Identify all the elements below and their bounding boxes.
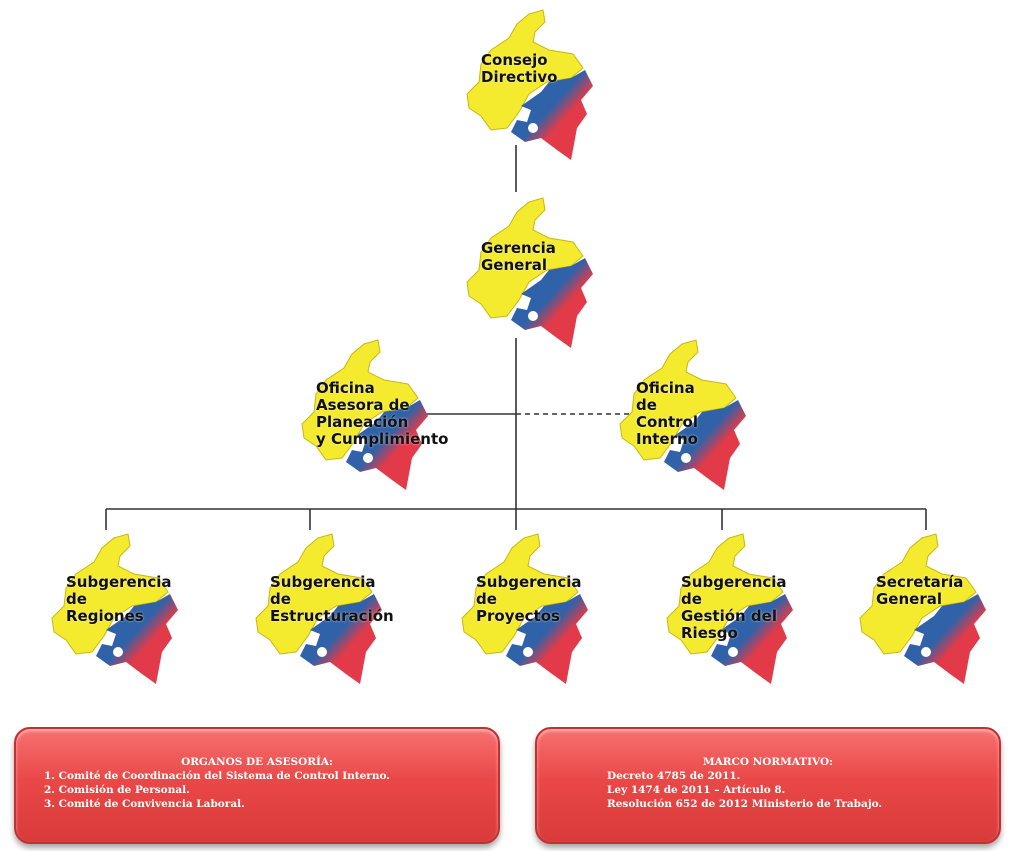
colombia-puzzle-icon [859,533,986,684]
marco-item: Ley 1474 de 2011 – Artículo 8. [607,784,786,796]
node-label-line: y Cumplimiento [316,430,449,448]
node-label-line: Riesgo [681,624,738,642]
colombia-puzzle-icon [301,339,428,490]
colombia-puzzle-icon [466,197,593,348]
node-label-line: Estructuración [270,607,394,625]
colombia-puzzle-icon [461,533,588,684]
node-label-line: General [876,590,942,608]
organos-title: ORGANOS DE ASESORÍA: [181,756,333,768]
organos-item: 1. Comité de Coordinación del Sistema de… [44,770,390,782]
organos-list: 1. Comité de Coordinación del Sistema de… [44,769,498,811]
node-label-line: de [66,590,87,608]
node-label-line: Subgerencia [476,573,582,591]
node-label-line: Directivo [481,68,558,86]
node-label-line: Gerencia [481,239,556,257]
colombia-puzzle-icon [466,9,593,160]
marco-normativo-box: MARCO NORMATIVO: Decreto 4785 de 2011. L… [535,727,1001,844]
node-label-line: Regiones [66,607,144,625]
node-label-line: Subgerencia [681,573,787,591]
node-label-line: de [681,590,702,608]
node-label-line: Oficina [316,379,375,397]
node-label-line: Subgerencia [66,573,172,591]
node-label-line: Asesora de [316,396,410,414]
organos-asesoria-box: ORGANOS DE ASESORÍA: 1. Comité de Coordi… [14,727,500,844]
node-label-line: Proyectos [476,607,560,625]
node-label-line: Subgerencia [270,573,376,591]
marco-list: Decreto 4785 de 2011. Ley 1474 de 2011 –… [607,769,999,811]
node-label-line: Oficina [636,379,695,397]
node-label-line: Interno [636,430,698,448]
node-label-line: de [476,590,497,608]
marco-item: Decreto 4785 de 2011. [607,770,741,782]
node-label-line: Consejo [481,51,548,69]
node-label-line: Secretaría [876,573,964,591]
colombia-puzzle-icon [619,339,746,490]
marco-title: MARCO NORMATIVO: [702,756,834,768]
colombia-puzzle-icon [255,533,382,684]
node-label-line: Control [636,413,699,431]
organos-item: 2. Comisión de Personal. [44,784,190,796]
marco-item: Resolución 652 de 2012 Ministerio de Tra… [607,798,883,810]
colombia-puzzle-icon [666,533,793,684]
node-label-line: Planeación [316,413,409,431]
organos-item: 3. Comité de Convivencia Laboral. [44,798,245,810]
node-label-line: de [636,396,657,414]
node-label-line: Gestión del [681,607,777,625]
node-label-line: General [481,256,547,274]
colombia-puzzle-icon [51,533,178,684]
node-label-line: de [270,590,291,608]
